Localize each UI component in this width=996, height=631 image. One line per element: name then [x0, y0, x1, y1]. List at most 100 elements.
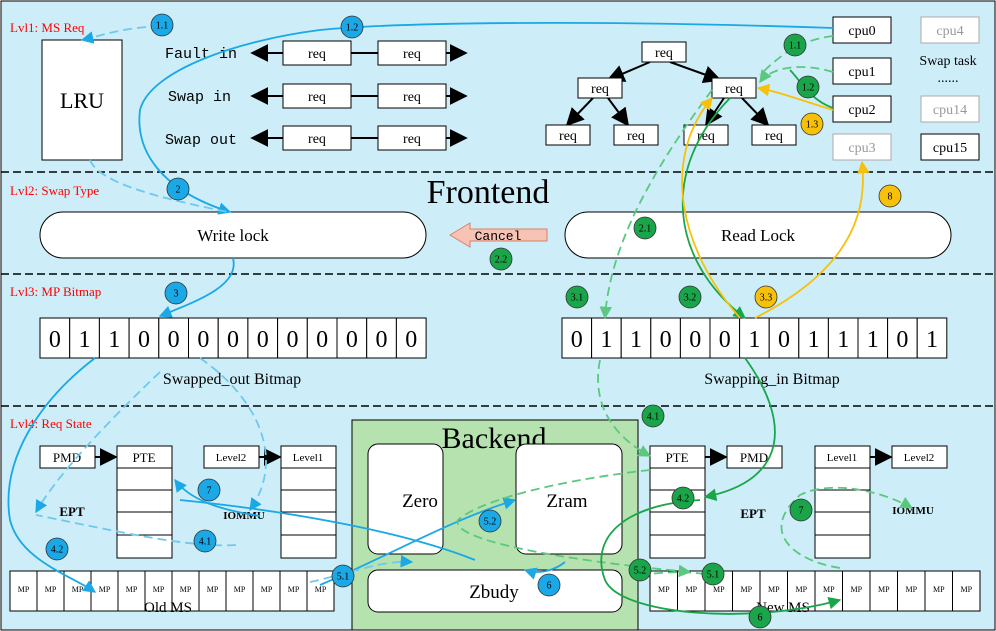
lru-label: LRU [60, 88, 104, 113]
mp-cell-label: MP [713, 585, 725, 594]
level2-box [891, 445, 948, 469]
bitmap-cell [650, 317, 681, 359]
bitmap-bit: 1 [600, 327, 612, 353]
bitmap-cell [128, 317, 160, 359]
tree-node-label: req [725, 82, 743, 97]
mp-cell-label: MP [960, 585, 972, 594]
badge-label: 4.2 [51, 545, 64, 556]
badge-label: 8 [888, 192, 893, 203]
swap-task-label: Swap task [919, 54, 976, 69]
queue-item [377, 83, 447, 109]
badge-y8 [878, 184, 902, 208]
level2-label: Level2 [904, 452, 935, 464]
flow-1-2 [138, 22, 834, 215]
mp-cell-label: MP [45, 585, 57, 594]
mp-cell-label: MP [72, 585, 84, 594]
ept-label: EPT [740, 506, 766, 521]
bitmap-bit: 0 [405, 327, 417, 353]
mp-cell [252, 570, 281, 612]
cpu-box [920, 16, 980, 44]
mp-cell-label: MP [905, 585, 917, 594]
queue-fault-in: Fault in req req [165, 40, 468, 66]
badge-b3 [164, 281, 188, 305]
badge-label: 1.2 [346, 23, 359, 34]
tree-node-label: req [559, 129, 577, 144]
mp-cell-label: MP [315, 585, 327, 594]
cancel-label: Cancel [475, 229, 522, 244]
bitmap-bit: 1 [867, 327, 879, 353]
mp-cell-label: MP [740, 585, 752, 594]
mp-cell-label: MP [823, 585, 835, 594]
flow-g2-1 [599, 89, 713, 320]
bitmap-bit: 1 [79, 327, 91, 353]
badge-g4-2 [671, 486, 695, 510]
bitmap-bit: 1 [108, 327, 120, 353]
request-tree: req req req req req req req [545, 41, 797, 146]
bitmap-cell [739, 317, 770, 359]
queue-item-label: req [403, 47, 421, 62]
tree-node-label: req [765, 129, 783, 144]
bitmap-bit: 0 [138, 327, 150, 353]
mp-cell-label: MP [180, 585, 192, 594]
flow-4-1 [199, 357, 267, 512]
mp-cell-label: MP [18, 585, 30, 594]
badge-y1-3 [800, 112, 824, 136]
bitmap-bit: 0 [197, 327, 209, 353]
level-label-4: Lvl4: Req State [10, 416, 92, 431]
flow-g5-1 [456, 469, 692, 578]
mp-cell-label: MP [288, 585, 300, 594]
bitmap-bit: 0 [896, 327, 908, 353]
level1-label: Level1 [293, 452, 324, 464]
badge-label: 3.1 [571, 293, 584, 304]
bitmap-cell [561, 317, 593, 359]
pte-label: PTE [665, 450, 688, 465]
flow-g1-2 [759, 66, 834, 84]
bitmap-bit: 0 [689, 327, 701, 353]
level-label-2: Lvl2: Swap Type [10, 183, 99, 198]
zbudy-label: Zbudy [469, 582, 519, 603]
flow-4-1c [35, 514, 237, 547]
cancel-arrow [449, 222, 548, 248]
mp-cell-label: MP [153, 585, 165, 594]
cpu-label: cpu3 [848, 141, 875, 156]
old-ms-label: Old MS [144, 600, 192, 616]
zram-label: Zram [546, 491, 587, 512]
mp-cell-label: MP [658, 585, 670, 594]
read-lock-label: Read Lock [721, 226, 796, 245]
iommu-label: IOMMU [892, 505, 934, 517]
left-page-tables: PMD PTE Level2 Level1 EPT IOMMU [39, 445, 337, 559]
mp-cell-label: MP [99, 585, 111, 594]
cpu-box [832, 133, 892, 161]
level2-label: Level2 [216, 452, 247, 464]
flow-7b [174, 478, 261, 517]
queue-item-label: req [403, 90, 421, 105]
mp-cell [677, 570, 706, 612]
mp-cell-label: MP [795, 585, 807, 594]
bitmap-cell [366, 317, 397, 359]
badge-label: 3.3 [760, 293, 773, 304]
mp-cell [952, 570, 981, 612]
flow-2 [89, 159, 229, 213]
queue-item [377, 125, 447, 151]
queue-item-label: req [308, 47, 326, 62]
queue-label: Fault in [165, 46, 237, 63]
bitmap-bit: 0 [719, 327, 731, 353]
frontend-title: Frontend [427, 174, 550, 211]
cpu-label: cpu14 [933, 103, 967, 118]
badge-label: 2 [176, 185, 181, 196]
queue-item [282, 40, 352, 66]
queue-item-label: req [403, 132, 421, 147]
bitmap-cell [188, 317, 219, 359]
badge-label: 3 [174, 289, 179, 300]
tree-node-label: req [627, 129, 645, 144]
bitmap-bit: 1 [808, 327, 820, 353]
queue-item [282, 125, 352, 151]
badge-g3-1 [565, 285, 589, 309]
cpu-box [832, 95, 892, 123]
badge-label: 4.1 [199, 537, 212, 548]
badge-label: 1.3 [806, 120, 819, 131]
mp-cell-label: MP [878, 585, 890, 594]
badge-g1-2 [796, 75, 820, 99]
